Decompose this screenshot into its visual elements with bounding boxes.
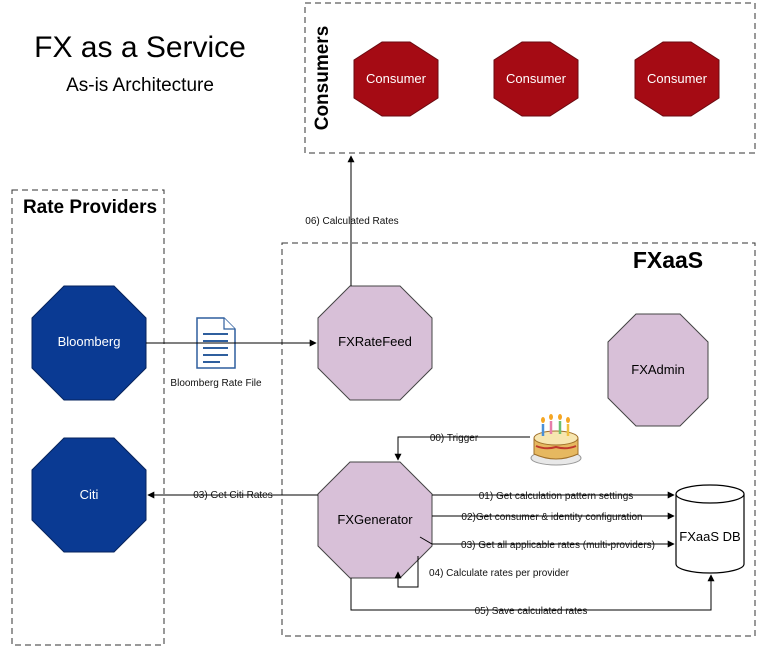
- consumer-node-3: Consumer: [634, 41, 720, 117]
- bloomberg-file-label: Bloomberg Rate File: [170, 378, 262, 389]
- step04-label: 04) Calculate rates per provider: [429, 568, 570, 579]
- consumer-node-1: Consumer: [353, 41, 439, 117]
- consumers-group-title: Consumers: [312, 26, 333, 131]
- diagram-subtitle: As-is Architecture: [66, 75, 214, 96]
- step02-label: 02)Get consumer & identity configuration: [461, 512, 642, 523]
- fxgenerator-node: FXGenerator: [317, 461, 433, 579]
- fxaas-db-cylinder: FXaaS DB: [675, 484, 745, 574]
- bloomberg-label: Bloomberg: [58, 334, 121, 349]
- citi-label: Citi: [80, 487, 99, 502]
- diagram-title: FX as a Service: [34, 31, 246, 64]
- consumer-label-1: Consumer: [366, 71, 427, 86]
- fxratefeed-node: FXRateFeed: [317, 285, 433, 401]
- citi-node: Citi: [31, 437, 147, 553]
- step05-label: 05) Save calculated rates: [475, 606, 588, 617]
- step01-label: 01) Get calculation pattern settings: [479, 491, 634, 502]
- fxratefeed-label: FXRateFeed: [338, 334, 412, 349]
- fxadmin-label: FXAdmin: [631, 362, 684, 377]
- consumer-node-2: Consumer: [493, 41, 579, 117]
- fxaas-db-label: FXaaS DB: [679, 529, 740, 544]
- step05-arrow: [350, 574, 715, 611]
- step04-arrow: [394, 556, 419, 588]
- consumers-group-box: [304, 2, 756, 154]
- rate-providers-group-title: Rate Providers: [23, 197, 157, 218]
- bloomberg-node: Bloomberg: [31, 285, 147, 401]
- trigger-arrow: [394, 436, 530, 461]
- consumer-label-3: Consumer: [647, 71, 708, 86]
- get-citi-rates-label: 03) Get Citi Rates: [193, 490, 272, 501]
- calculated-rates-label: 06) Calculated Rates: [305, 216, 398, 227]
- fxaas-group-box: [281, 242, 756, 637]
- rate-providers-group-box: [11, 189, 165, 646]
- step03-label: 03) Get all applicable rates (multi-prov…: [461, 540, 655, 551]
- birthday-cake-icon: [530, 414, 582, 466]
- fxadmin-node: FXAdmin: [607, 313, 709, 427]
- trigger-label: 00) Trigger: [430, 433, 479, 444]
- fxgenerator-label: FXGenerator: [337, 512, 413, 527]
- consumer-label-2: Consumer: [506, 71, 567, 86]
- fxaas-group-title: FXaaS: [633, 247, 703, 273]
- step03-arrow: [419, 536, 675, 548]
